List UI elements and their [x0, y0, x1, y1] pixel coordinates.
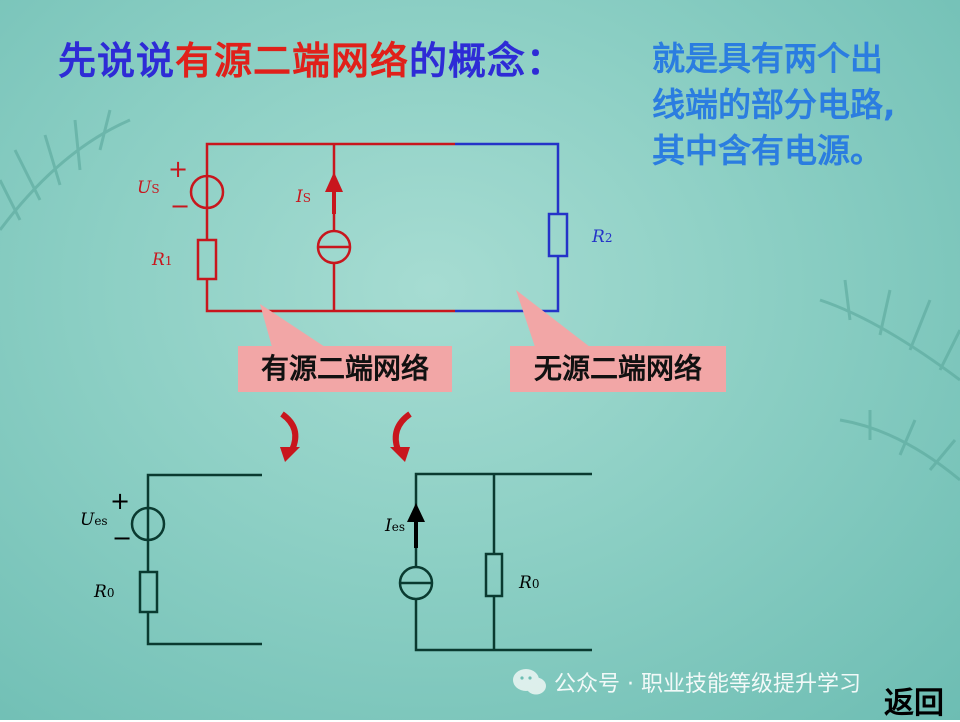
- callout-active-network: 有源二端网络: [238, 346, 452, 392]
- wechat-icon: [513, 669, 546, 695]
- callout-pointer-passive: [516, 290, 590, 347]
- passive-network-wires: [455, 142, 560, 313]
- ues-plus-sign: +: [110, 487, 131, 515]
- callout-passive-network: 无源二端网络: [510, 346, 726, 392]
- norton-equivalent: [398, 472, 592, 652]
- resistor-r2: [547, 212, 569, 258]
- label-is: IS: [296, 187, 311, 207]
- label-ues: Ues: [80, 510, 108, 530]
- callout-pointer-active: [260, 304, 325, 347]
- label-us: US: [137, 178, 160, 198]
- watermark-text: 公众号 · 职业技能等级提升学习: [554, 672, 861, 697]
- label-ies: Ies: [385, 516, 405, 536]
- us-minus-sign: −: [170, 192, 191, 220]
- ues-minus-sign: −: [112, 524, 133, 552]
- active-network-wires: [205, 142, 455, 313]
- definition-text: 就是具有两个出线端的部分电路,其中含有电源。: [652, 39, 896, 170]
- thevenin-equivalent: [130, 473, 262, 646]
- label-r0-right: R0: [519, 573, 540, 593]
- curved-arrow-right: [390, 411, 412, 462]
- current-arrow-ies: [407, 503, 425, 548]
- watermark: 公众号 · 职业技能等级提升学习: [512, 666, 861, 698]
- resistor-r1: [196, 238, 218, 281]
- label-r0-left: R0: [94, 582, 115, 602]
- back-button[interactable]: 返回: [884, 686, 944, 721]
- title-prefix: 先说说: [58, 39, 176, 83]
- us-plus-sign: +: [168, 155, 189, 183]
- title-suffix: 的概念：: [409, 39, 566, 83]
- label-r1: R1: [152, 250, 173, 270]
- current-source-is: [316, 229, 352, 265]
- title-highlight: 有源二端网络: [175, 39, 410, 83]
- current-arrow-is: [325, 172, 343, 214]
- curved-arrow-left: [280, 411, 300, 462]
- label-r2: R2: [592, 227, 613, 247]
- slide-title: 先说说有源二端网络的概念：: [58, 30, 565, 85]
- voltage-source-us: [189, 174, 225, 210]
